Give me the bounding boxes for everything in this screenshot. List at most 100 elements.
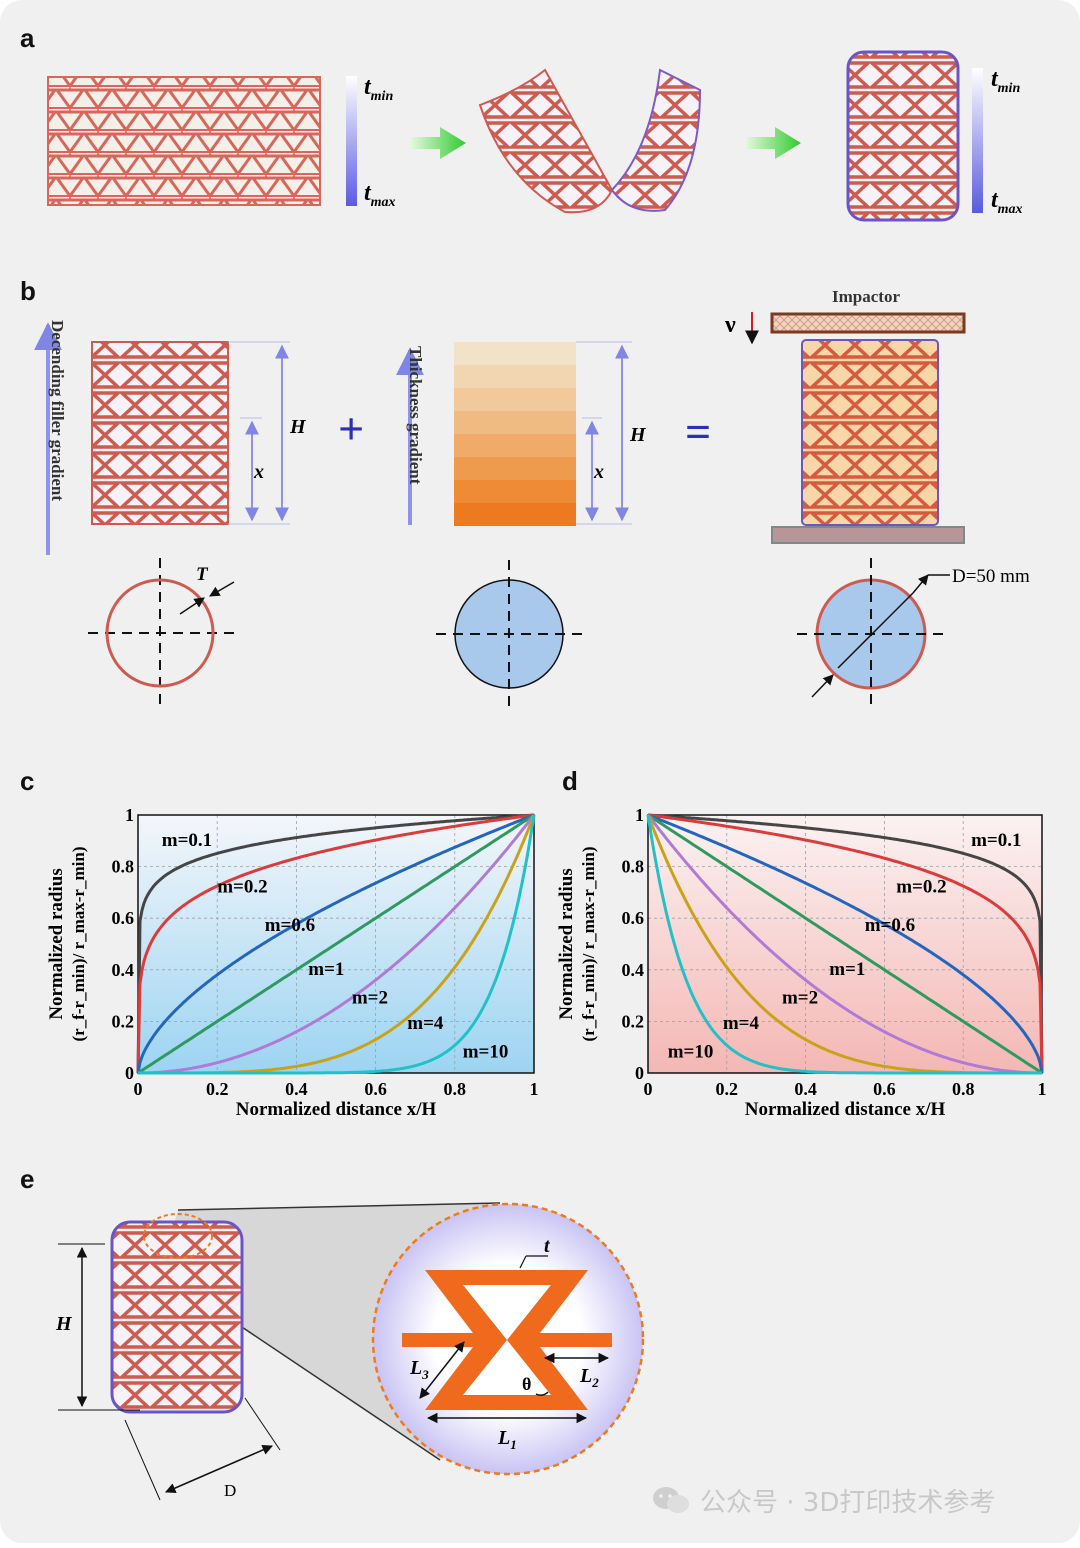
flat-lattice-sheet — [47, 76, 321, 206]
series-line-m=2 — [138, 814, 536, 1075]
y-tick-label: 0.6 — [112, 908, 135, 928]
dim-t-label: t — [544, 1235, 551, 1257]
colorbar-right-tmax: tmax — [991, 187, 1023, 217]
series-line-m=2 — [646, 814, 1042, 1075]
series-label: m=4 — [407, 1013, 444, 1034]
y-axis-label-formula: (r_f-r_min)/ r_max-r_min) — [69, 847, 88, 1042]
x-tick-label: 0.6 — [364, 1079, 387, 1099]
wechat-icon — [652, 1485, 690, 1515]
panel-a-label: a — [20, 23, 35, 53]
series-label: m=4 — [723, 1013, 760, 1034]
zoom-source-circle — [143, 1213, 213, 1259]
y-axis-label-formula: (r_f-r_min)/ r_max-r_min) — [579, 847, 598, 1042]
x-tick-label: 0.8 — [444, 1079, 467, 1099]
dim-t-leader — [519, 1255, 527, 1269]
dim2-H-label: H — [629, 424, 647, 446]
x-tick-label: 0.4 — [794, 1079, 817, 1099]
panel-e-label: e — [20, 1164, 34, 1194]
dim-D-left — [124, 1419, 161, 1501]
y-axis-label: Normalized radius — [556, 868, 577, 1019]
thickness-gradient-block — [454, 342, 576, 526]
dim-D-right — [244, 1397, 281, 1451]
series-label: m=0.2 — [217, 876, 267, 897]
series-label: m=0.6 — [265, 915, 315, 936]
combined-tube — [801, 339, 939, 526]
dim-L3-arrow — [419, 1341, 465, 1399]
series-line-m=0.1 — [647, 813, 1044, 1074]
dim-L1-label: L1 — [497, 1427, 517, 1452]
series-label: m=0.1 — [162, 830, 212, 851]
y-tick-label: 0.8 — [622, 857, 645, 877]
x-tick-label: 0.2 — [716, 1079, 739, 1099]
colorbar-right-tmin: tmin — [991, 66, 1020, 96]
series-line-m=0.6 — [647, 813, 1044, 1074]
tube-model — [110, 1220, 244, 1414]
colorbar-left — [346, 76, 357, 206]
thickness-gradient-label: Thickness gradient — [406, 346, 425, 485]
y-tick-label: 0.4 — [112, 960, 135, 980]
y-tick-label: 0.2 — [112, 1011, 135, 1031]
cross-section-combined: D=50 mm — [797, 558, 1030, 710]
y-tick-label: 0 — [635, 1063, 644, 1083]
panel-b-label: b — [20, 276, 36, 306]
colorbar-left-tmin: tmin — [364, 74, 393, 104]
y-axis-label: Normalized radius — [46, 868, 67, 1019]
dim-T-label: T — [196, 564, 209, 585]
panel-d-label: d — [562, 766, 578, 796]
diameter-label: D=50 mm — [952, 566, 1030, 587]
panel-b: b Decending filler gradient H x + Thickn… — [20, 276, 1030, 710]
zoom-line-top — [177, 1202, 501, 1211]
y-tick-label: 1 — [635, 805, 644, 825]
series-label: m=0.2 — [896, 876, 946, 897]
series-line-m=0.2 — [647, 813, 1044, 1074]
series-label: m=2 — [352, 987, 388, 1008]
equals-sign: = — [685, 406, 711, 457]
panel-a: a tmin tmax tmin tmax — [20, 23, 1023, 222]
series-label: m=1 — [829, 959, 865, 980]
velocity-label: ν — [724, 312, 736, 338]
dim-D-arrow — [165, 1444, 273, 1494]
bending-sheet — [478, 68, 614, 214]
series-line-m=10 — [646, 814, 1042, 1075]
y-tick-label: 0 — [125, 1063, 134, 1083]
x-tick-label: 0.6 — [873, 1079, 896, 1099]
watermark-text: 公众号 · 3D打印技术参考 — [700, 1487, 996, 1518]
x-tick-label: 1 — [530, 1079, 539, 1099]
panel-e: e H D t L1 L2 L3 θ — [20, 1164, 645, 1501]
dim2-x-label: x — [593, 461, 604, 483]
x-tick-label: 0 — [134, 1079, 143, 1099]
series-line-m=1 — [647, 813, 1043, 1075]
x-tick-label: 0 — [644, 1079, 653, 1099]
dim-x-label: x — [253, 461, 264, 483]
rolled-tube — [846, 50, 960, 222]
dim-H-label: H — [289, 416, 307, 438]
impactor-label: Impactor — [832, 287, 900, 306]
filler-tube — [91, 341, 229, 525]
series-line-m=1 — [137, 813, 535, 1075]
colorbar-left-tmax: tmax — [364, 180, 396, 210]
y-tick-label: 0.4 — [622, 960, 645, 980]
x-tick-label: 1 — [1038, 1079, 1047, 1099]
filler-gradient-label: Decending filler gradient — [48, 320, 67, 501]
x-tick-label: 0.8 — [952, 1079, 975, 1099]
dim-theta-label: θ — [522, 1374, 531, 1394]
plus-sign: + — [338, 403, 364, 454]
impactor-plate — [770, 312, 966, 334]
panel-c-label: c — [20, 766, 34, 796]
series-label: m=10 — [668, 1042, 714, 1063]
y-tick-label: 1 — [125, 805, 134, 825]
series-label: m=0.1 — [971, 830, 1021, 851]
dim-L2-label: L2 — [579, 1365, 599, 1390]
y-tick-label: 0.2 — [622, 1011, 645, 1031]
series-line-m=0.2 — [136, 813, 535, 1074]
series-label: m=10 — [463, 1042, 509, 1063]
series-label: m=2 — [782, 987, 818, 1008]
cross-section-thickness — [436, 560, 584, 710]
y-tick-label: 0.8 — [112, 857, 135, 877]
green-arrow-2 — [745, 127, 801, 159]
x-tick-label: 0.4 — [285, 1079, 308, 1099]
dim-L3-label: L3 — [409, 1357, 429, 1382]
